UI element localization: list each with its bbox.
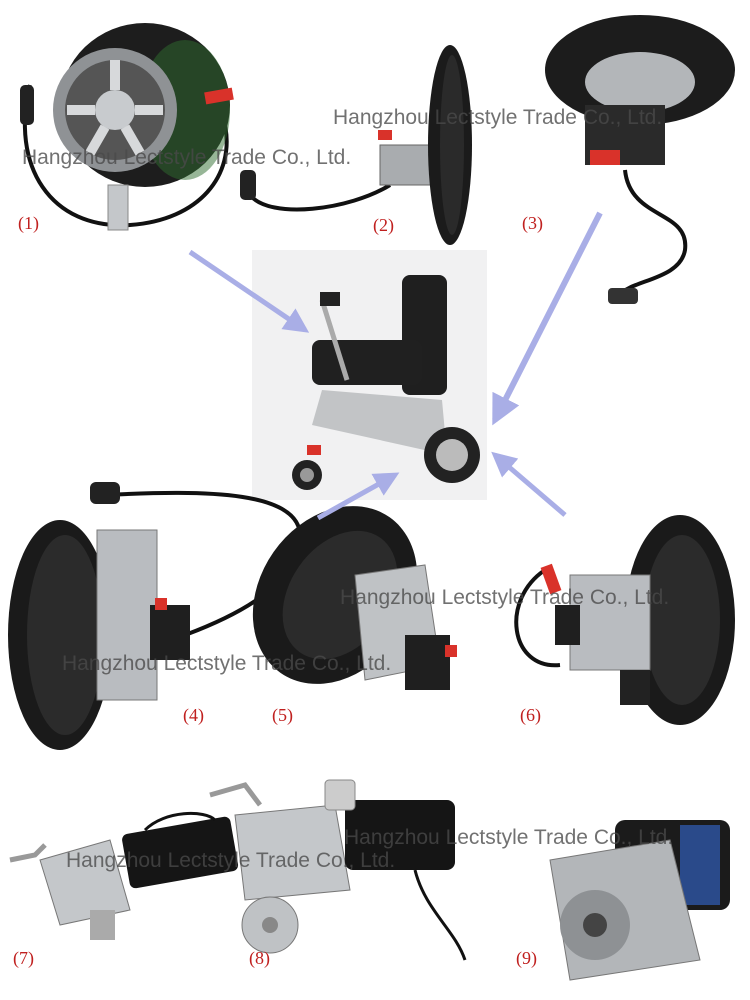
label-7: (7) (13, 948, 34, 968)
product-9-geared-motor (520, 800, 745, 985)
watermark-text: Hangzhou Lectstyle Trade Co., Ltd. (22, 146, 352, 169)
label-4: (4) (183, 705, 204, 725)
hub-motor-wheel-image (20, 23, 234, 231)
wheel-gearmotor-image (252, 506, 457, 690)
product-4-wheel-gearmotor (5, 470, 325, 760)
product-2-wheel-motor (230, 45, 472, 250)
arrow-from-1 (188, 249, 310, 333)
wheel-motor-image (240, 45, 472, 245)
label-8: (8) (249, 948, 270, 968)
product-1-hub-motor (10, 15, 240, 240)
product-8-right-angle-gearmotor (205, 760, 475, 975)
product-6-wheel-gearmotor (500, 510, 735, 735)
gearmotor-image (209, 779, 467, 961)
watermark-text: Hangzhou Lectstyle Trade Co., Ltd. (66, 849, 396, 872)
label-3: (3) (522, 213, 543, 233)
arrow-from-3 (492, 211, 603, 426)
watermark-text: Hangzhou Lectstyle Trade Co., Ltd. (344, 826, 674, 849)
wheel-motor-image (545, 15, 735, 304)
product-3-wheel-motor (530, 10, 740, 310)
product-5-wheel-gearmotor (252, 495, 470, 725)
wheelchair-photo (252, 250, 487, 500)
arrow-from-5 (316, 472, 400, 521)
label-1: (1) (18, 213, 39, 233)
gearmotor-image (9, 811, 239, 940)
label-5: (5) (272, 705, 293, 725)
geared-motor-image (549, 820, 730, 981)
wheel-gearmotor-image (8, 482, 303, 750)
wheelchair-image (292, 275, 480, 490)
watermark-text: Hangzhou Lectstyle Trade Co., Ltd. (333, 106, 663, 129)
arrow-from-6 (491, 451, 567, 517)
label-9: (9) (516, 948, 537, 968)
watermark-text: Hangzhou Lectstyle Trade Co., Ltd. (340, 586, 670, 609)
wheel-gearmotor-image (514, 515, 735, 725)
watermark-text: Hangzhou Lectstyle Trade Co., Ltd. (62, 652, 392, 675)
label-6: (6) (520, 705, 541, 725)
label-2: (2) (373, 215, 394, 235)
product-7-right-angle-gearmotor (5, 800, 245, 960)
